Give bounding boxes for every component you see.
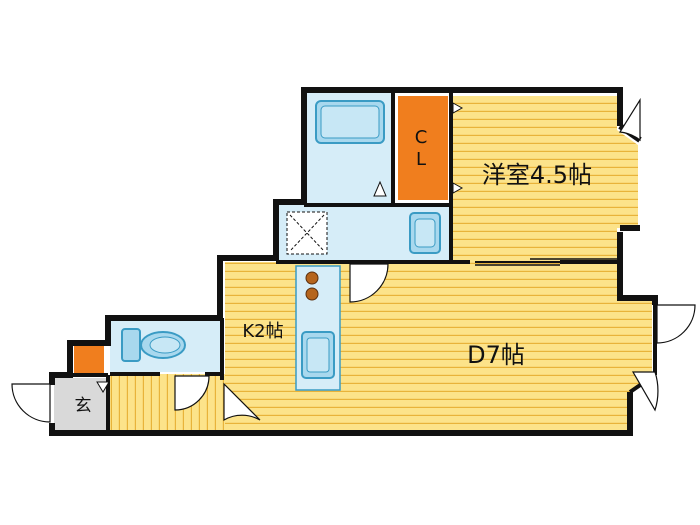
closet-label-l: L bbox=[416, 149, 426, 170]
doors bbox=[11, 97, 696, 423]
door-swing-icon bbox=[174, 375, 210, 411]
closet-floor bbox=[398, 96, 448, 200]
entrance-floor bbox=[54, 378, 108, 430]
stove-burner-icon bbox=[305, 287, 319, 301]
door-swing-icon bbox=[223, 382, 261, 422]
entrance-door-icon bbox=[11, 383, 51, 423]
toilet-icon bbox=[121, 328, 186, 362]
kitchen-label: K2帖 bbox=[242, 321, 283, 342]
shoe-closet bbox=[74, 345, 104, 373]
window-door-icon bbox=[656, 304, 696, 344]
dining-label: D7帖 bbox=[467, 341, 525, 369]
stove-burner-icon bbox=[305, 271, 319, 285]
entrance-label: 玄 bbox=[75, 396, 92, 416]
step-icon bbox=[96, 381, 110, 393]
western-room-label: 洋室4.5帖 bbox=[482, 161, 592, 189]
bath-door-icon bbox=[373, 180, 387, 197]
closet-door-icon bbox=[452, 182, 464, 194]
window-door-icon bbox=[618, 97, 641, 142]
western-room-floor bbox=[452, 96, 638, 262]
closet-door-icon bbox=[452, 102, 464, 114]
sliding-door bbox=[475, 258, 620, 266]
dining-floor bbox=[225, 262, 652, 430]
closet-label-c: C bbox=[415, 127, 428, 148]
window-door-icon bbox=[631, 371, 659, 412]
door-swing-icon bbox=[349, 263, 389, 303]
